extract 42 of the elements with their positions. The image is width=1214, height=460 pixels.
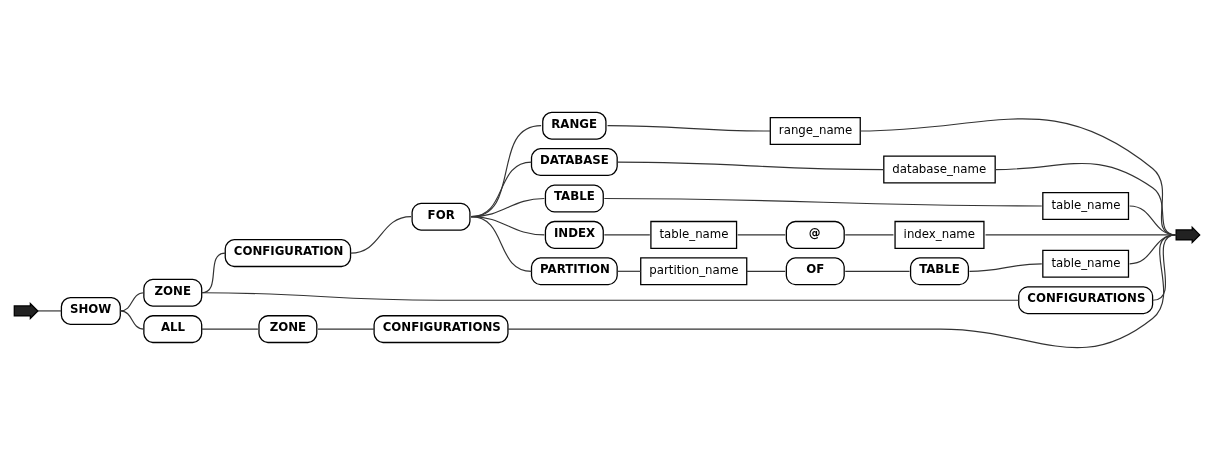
- node-box: CONFIGURATION: [224, 239, 352, 268]
- node-box: table_name: [1042, 191, 1130, 220]
- connector: [746, 270, 786, 272]
- node-box: SHOW: [60, 296, 121, 325]
- node-triangle: [13, 301, 39, 320]
- node-box: TABLE: [544, 184, 604, 213]
- node-triangle: [1175, 225, 1201, 244]
- connector: [603, 234, 651, 236]
- node-box: partition_name: [640, 257, 748, 286]
- connector: [119, 310, 145, 330]
- connector: [201, 328, 259, 330]
- node-box: OF: [785, 257, 845, 286]
- node-box: index_name: [894, 220, 985, 249]
- node-box: ZONE: [258, 315, 318, 344]
- node-box: table_name: [650, 220, 738, 249]
- connector: [470, 216, 533, 272]
- node-box: database_name: [883, 155, 996, 184]
- connector: [201, 292, 1020, 301]
- connector: [606, 125, 771, 132]
- connector: [737, 234, 786, 236]
- node-box: RANGE: [542, 111, 607, 140]
- node-box: @: [785, 220, 845, 249]
- connector: [968, 263, 1043, 272]
- connector: [616, 270, 642, 272]
- node-box: DATABASE: [530, 148, 618, 177]
- connector: [37, 310, 62, 312]
- node-box: INDEX: [544, 220, 604, 249]
- connector: [349, 216, 412, 254]
- node-box: TABLE: [909, 257, 970, 286]
- node-box: CONFIGURATIONS: [373, 315, 509, 344]
- node-box: PARTITION: [530, 257, 618, 286]
- node-box: table_name: [1042, 249, 1130, 278]
- node-box: ZONE: [143, 278, 203, 307]
- node-box: CONFIGURATIONS: [1018, 286, 1154, 315]
- connector: [844, 270, 911, 272]
- connector: [616, 161, 885, 171]
- node-box: range_name: [769, 117, 861, 146]
- connector: [603, 197, 1043, 207]
- connector: [844, 234, 895, 236]
- connector: [317, 328, 375, 330]
- node-box: ALL: [143, 315, 203, 344]
- node-box: FOR: [411, 202, 471, 231]
